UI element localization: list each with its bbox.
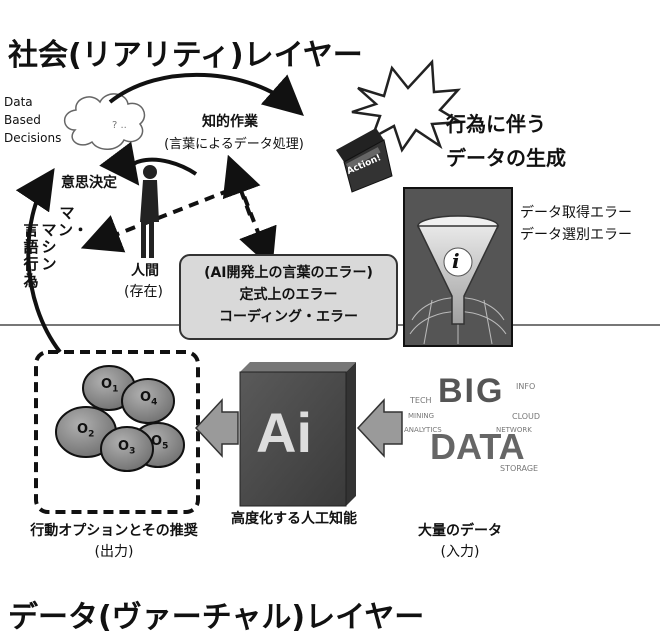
data-layer-title: データ(ヴァーチャル)レイヤー [8, 600, 425, 635]
ai-logo-text: Ai [256, 401, 312, 464]
error-line-2: 定式上のエラー [239, 287, 338, 303]
cloud-big: BIG [438, 372, 505, 410]
thought-cloud: ? .. [63, 93, 146, 150]
error-box-text: (AI開発上の言葉のエラー) 定式上のエラー コーディング・エラー [180, 262, 397, 328]
option-1-base: O [101, 377, 113, 392]
data-acquisition-error-label: データ取得エラー [520, 205, 632, 221]
input-label: (入力) [440, 544, 480, 560]
option-label-4: O4 [140, 390, 157, 408]
cloud-word-3: CLOUD [512, 412, 541, 421]
option-3-base: O [118, 439, 130, 454]
error-line-1: (AI開発上の言葉のエラー) [204, 265, 373, 281]
social-layer-title: 社会(リアリティ)レイヤー [8, 38, 363, 73]
cloud-word-1: ANALYTICS [404, 426, 442, 434]
option-5-base: O [151, 434, 163, 449]
option-4-base: O [140, 390, 152, 405]
intellectual-work-label: 知的作業 [170, 113, 290, 131]
big-arrow-data-to-ai [356, 398, 403, 458]
option-circles [55, 365, 185, 472]
output-label: (出力) [94, 544, 134, 560]
option-4-sub: 4 [151, 397, 158, 408]
error-line-3: コーディング・エラー [218, 309, 359, 325]
ai-logo-box [239, 362, 356, 507]
cloud-word-7: NETWORK [496, 426, 532, 434]
options-box [34, 350, 200, 514]
action-data-label-1: 行為に伴う [446, 112, 546, 136]
option-label-5: O5 [151, 434, 168, 452]
option-3-sub: 3 [129, 446, 136, 457]
action-data-label-2: データの生成 [446, 146, 566, 170]
option-label-2: O2 [77, 422, 94, 440]
option-5-sub: 5 [162, 441, 169, 452]
funnel-icon [409, 215, 507, 345]
cloud-word-4: MINING [408, 412, 435, 420]
big-arrow-ai-to-options [194, 398, 239, 458]
data-selection-error-label: データ選別エラー [520, 227, 632, 243]
option-label-3: O3 [118, 439, 135, 457]
option-1-sub: 1 [112, 384, 119, 395]
option-2-sub: 2 [88, 429, 95, 440]
cloud-word-5: INFO [516, 382, 536, 391]
data-based-decisions-label: Data Based Decisions [4, 95, 62, 145]
human-silhouette-icon [140, 165, 159, 258]
cloud-word-2: STORAGE [500, 464, 539, 473]
option-2-base: O [77, 422, 89, 437]
intellectual-work-line-1: 知的作業 [202, 114, 258, 130]
human-label: 人間 [131, 263, 159, 279]
existence-label: (存在) [124, 284, 163, 300]
options-label: 行動オプションとその推奨 [30, 523, 198, 539]
man-machine-label-2: マシン [41, 221, 57, 273]
decision-making-label: 意思決定 [61, 175, 117, 191]
svg-text:? ..: ? .. [112, 120, 127, 131]
error-box [179, 254, 398, 340]
bigdata-cloud: BIG DATA ANALYTICS STORAGE CLOUD MINING … [404, 372, 554, 490]
intellectual-work-sub: (言葉によるデータ処理) [164, 137, 304, 152]
ai-label: 高度化する人工知能 [231, 511, 357, 527]
funnel-letter: i [452, 249, 460, 273]
man-machine-label-1: マン・ [58, 204, 89, 239]
option-label-1: O1 [101, 377, 118, 395]
explosion-burst-icon [351, 59, 465, 153]
cloud-data: DATA [430, 426, 525, 467]
speech-act-label: 言語行為 [23, 221, 39, 290]
cloud-word-6: TECH [410, 396, 432, 405]
bigdata-label: 大量のデータ [418, 523, 502, 539]
clapperboard-icon [336, 128, 393, 193]
